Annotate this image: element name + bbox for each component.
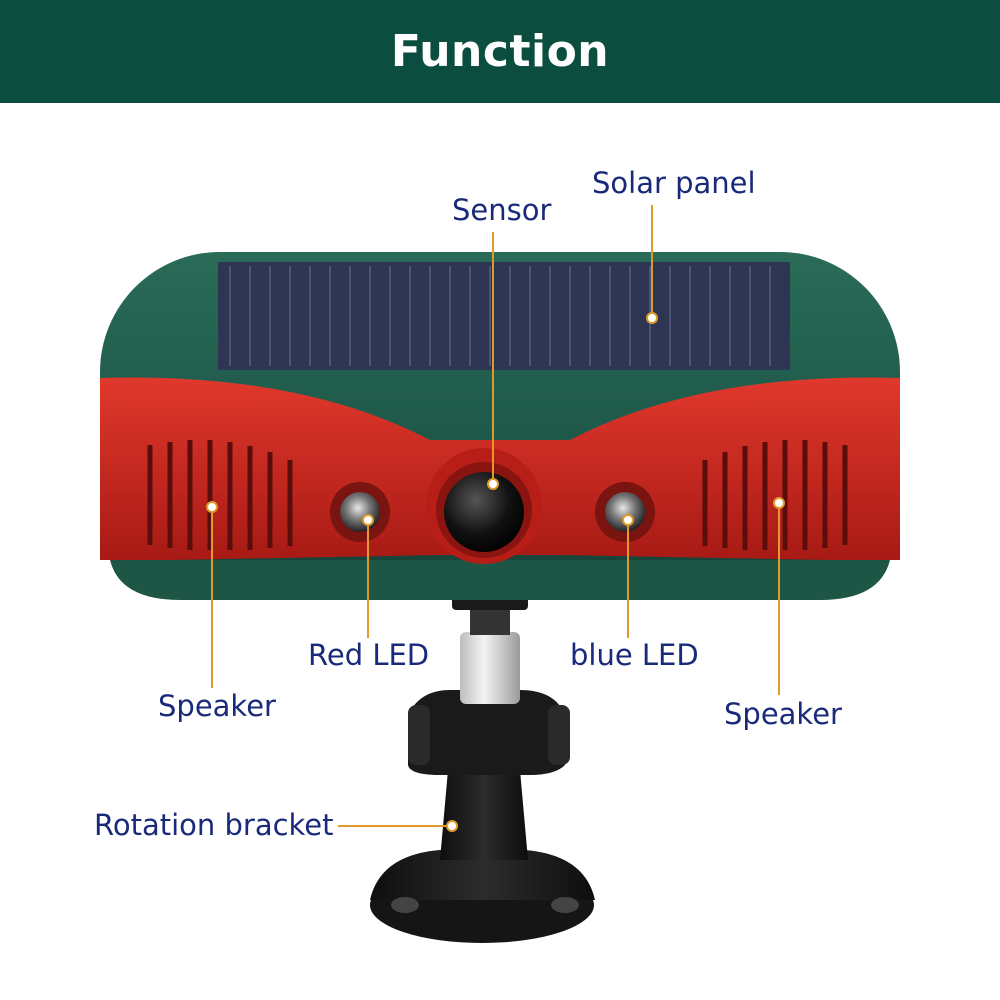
solar-panel-shape <box>218 262 790 370</box>
sensor-shape <box>426 448 542 564</box>
blue-led-label: blue LED <box>570 638 699 672</box>
blue-led-shape <box>595 482 655 542</box>
speaker-right-label: Speaker <box>724 697 842 731</box>
sensor-label: Sensor <box>452 193 552 227</box>
speaker-grille-left <box>147 440 293 550</box>
header-banner: Function <box>0 0 1000 103</box>
rotation-bracket-label: Rotation bracket <box>94 808 334 842</box>
solar-panel-label: Solar panel <box>592 166 756 200</box>
speaker-left-label: Speaker <box>158 689 276 723</box>
red-led-shape <box>330 482 390 542</box>
leader-lines <box>211 205 780 827</box>
red-led-label: Red LED <box>308 638 430 672</box>
speaker-grille-right <box>702 440 848 550</box>
page-title: Function <box>390 26 610 77</box>
leader-dots <box>206 312 785 832</box>
